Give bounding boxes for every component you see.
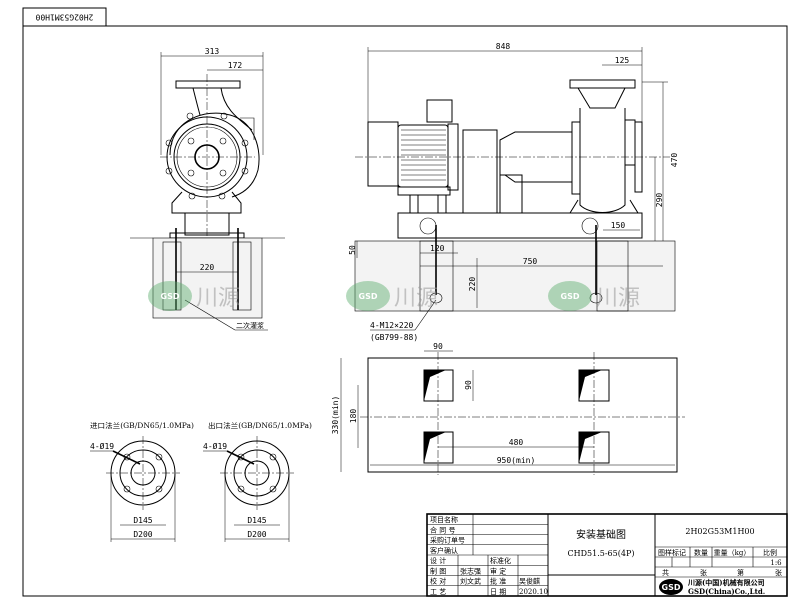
- suction-flange: [634, 121, 643, 193]
- title-row-value: 刘文武: [460, 577, 481, 586]
- coupling-guard: [462, 129, 498, 214]
- title-block: 项目名称合 同 号采购订单号客户确认设 计 标准化制 图 张志强审 定校 对 刘文武批…: [426, 513, 788, 597]
- dim-750: 750: [523, 257, 538, 266]
- dim-90-width: 90: [433, 342, 443, 351]
- outlet-flange: 出口法兰(GB/DN65/1.0MPa) 4-Ø19 D145 D200: [203, 421, 312, 542]
- svg-text:川源: 川源: [596, 286, 640, 311]
- grout-label: 二次灌浆: [236, 321, 264, 330]
- front-view: 313 172 220 二次灌浆: [130, 47, 285, 331]
- watermark: GSD 川源: [346, 281, 438, 311]
- dim-950-min: 950(min): [497, 456, 536, 465]
- title-row-label: 项目名称: [430, 515, 458, 524]
- title-row-value: 张志强: [460, 566, 481, 575]
- title-drawing-number: 2H02G53M1H00: [685, 527, 754, 536]
- dim-50: 50: [348, 245, 357, 255]
- side-foundation-block: [354, 240, 676, 312]
- drawing-title: 安装基础图: [576, 528, 626, 541]
- sheet-total-unit: 张: [700, 568, 707, 577]
- sheet-number-label: 第: [737, 568, 744, 577]
- anchor-bolt-spec: 4-M12×220: [370, 321, 414, 330]
- title-row-label2: 审 定: [490, 566, 506, 575]
- drawing-number-stamp: 2H02G53M1H00: [22, 7, 107, 27]
- scale-value: 1:6: [770, 559, 782, 567]
- dim-848: 848: [496, 42, 511, 51]
- dim-313: 313: [205, 47, 220, 56]
- anchor-bolt-standard: (GB799-88): [370, 333, 418, 342]
- terminal-box: [426, 99, 453, 123]
- svg-text:GSD: GSD: [561, 292, 580, 301]
- header-drawing-mark: 图样标记: [658, 548, 686, 557]
- motor-fan-cover: [367, 121, 399, 187]
- svg-text:GSD: GSD: [662, 583, 681, 592]
- company-logo: GSD: [659, 579, 683, 595]
- title-row-label: 客户确认: [430, 546, 458, 555]
- side-view: 848 125 470 290: [348, 42, 679, 342]
- anchor-pit: [578, 369, 610, 402]
- drawing-frame: [22, 25, 788, 597]
- inlet-d145: D145: [133, 516, 152, 525]
- foundation-outline: [367, 357, 678, 473]
- inlet-flange-title: 进口法兰(GB/DN65/1.0MPa): [90, 421, 194, 430]
- motor-body: [397, 124, 449, 188]
- header-quantity: 数量: [694, 548, 708, 557]
- front-foundation-block: [152, 237, 263, 319]
- baseplate: [397, 212, 643, 239]
- sheet-total-label: 共: [662, 568, 669, 577]
- title-row-label: 校 对: [430, 577, 446, 586]
- title-row-value2: 吴俊麒: [519, 577, 540, 586]
- svg-text:川源: 川源: [196, 286, 240, 311]
- title-row-label2: 日 期: [490, 588, 506, 596]
- title-row-label: 设 计: [430, 556, 446, 565]
- title-row-label: 工 艺: [430, 588, 446, 596]
- inlet-flange: 进口法兰(GB/DN65/1.0MPa) 4-Ø19 D145 D200: [90, 421, 194, 542]
- dim-480: 480: [509, 438, 524, 447]
- pump-casing: [579, 108, 626, 213]
- title-row-label: 合 同 号: [430, 525, 455, 534]
- watermark: GSD 川源: [548, 281, 640, 311]
- title-row-label: 采购订单号: [430, 536, 465, 545]
- outlet-d200: D200: [247, 530, 266, 539]
- inlet-d200: D200: [133, 530, 152, 539]
- watermark: GSD 川源: [148, 281, 240, 311]
- dim-470: 470: [670, 153, 679, 168]
- plan-view: 90 90 180 330(min) 480 950(min): [331, 342, 685, 475]
- svg-text:GSD: GSD: [161, 292, 180, 301]
- header-scale: 比例: [763, 548, 777, 557]
- anchor-pit: [423, 369, 454, 402]
- pump-model: CHD51.5-65(4P): [568, 549, 635, 558]
- dim-220-side: 220: [468, 277, 477, 292]
- dim-180: 180: [349, 409, 358, 424]
- dim-330-min: 330(min): [331, 396, 340, 435]
- dim-150: 150: [611, 221, 626, 230]
- title-row-label2: 标准化: [490, 556, 511, 565]
- discharge-flange: [569, 79, 636, 89]
- title-row-value2: 2020.10: [519, 588, 548, 596]
- anchor-pit: [423, 431, 454, 464]
- dim-290: 290: [655, 193, 664, 208]
- sheet-number-unit: 张: [775, 568, 782, 577]
- anchor-pit: [578, 431, 610, 464]
- svg-text:川源: 川源: [394, 286, 438, 311]
- outlet-flange-title: 出口法兰(GB/DN65/1.0MPa): [208, 421, 312, 430]
- company-name-cn: 川源(中国)机械有限公司: [687, 578, 765, 587]
- svg-text:GSD: GSD: [359, 292, 378, 301]
- dim-220-front: 220: [200, 263, 215, 272]
- title-row-label: 制 图: [430, 566, 446, 575]
- title-row-label2: 批 准: [490, 577, 506, 586]
- outlet-d145: D145: [247, 516, 266, 525]
- dim-172: 172: [228, 61, 243, 70]
- outlet-holes: 4-Ø19: [203, 441, 227, 451]
- dim-125: 125: [615, 56, 630, 65]
- header-weight: 重量（kg）: [714, 549, 751, 557]
- dim-120: 120: [430, 244, 445, 253]
- stamp-drawing-number: 2H02G53M1H00: [35, 13, 93, 22]
- inlet-holes: 4-Ø19: [90, 441, 114, 451]
- company-name-en: GSD(China)Co.,Ltd.: [688, 587, 765, 596]
- dim-90-height: 90: [464, 380, 473, 390]
